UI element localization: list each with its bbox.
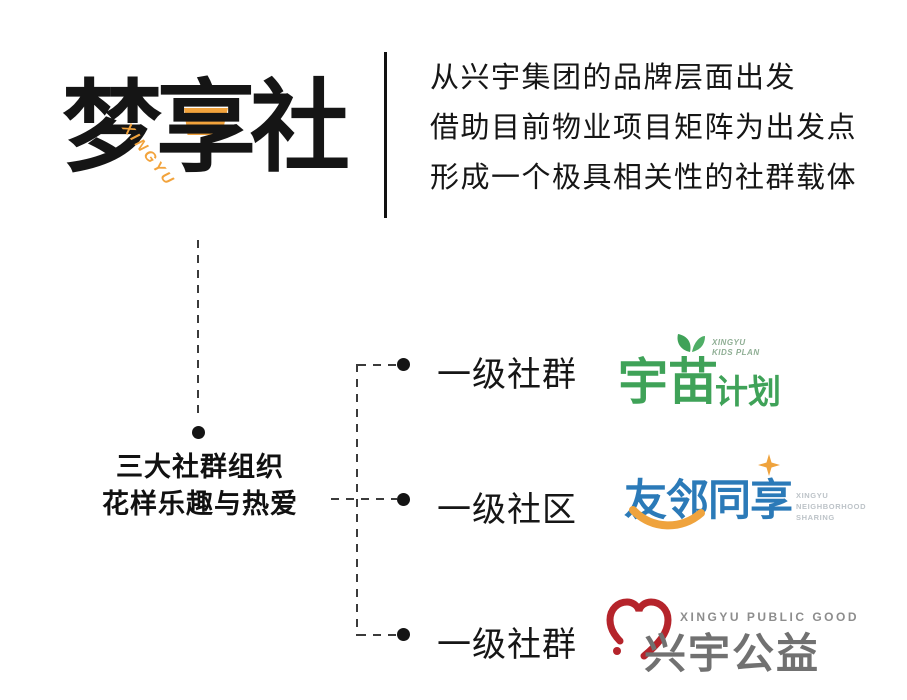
leaf-icon [676, 330, 706, 359]
branch3-label: 一级社群 [437, 626, 577, 664]
root-horizontal-connector [331, 498, 397, 500]
logo-public-good: XINGYU PUBLIC GOOD 兴宇公益 [604, 592, 874, 682]
root-vertical-connector [197, 240, 199, 420]
logo-neighborhood-sharing: 友邻同享 XINGYU NEIGHBORHOOD SHARING [616, 454, 866, 538]
logo-neighbor-caption-line1: XINGYU [796, 491, 829, 500]
intro-line-1: 从兴宇集团的品牌层面出发 [430, 62, 797, 94]
tree-root-title-line2: 花样乐趣与热爱 [102, 489, 298, 519]
intro-text: 从兴宇集团的品牌层面出发 借助目前物业项目矩阵为出发点 形成一个极具相关性的社群… [430, 53, 890, 203]
brand-logo-text: 梦享社 [62, 72, 350, 184]
logo-kids-sub-text: 计划 [715, 373, 781, 410]
intro-line-2: 借助目前物业项目矩阵为出发点 [430, 112, 858, 144]
logo-neighbor-caption: XINGYU NEIGHBORHOOD SHARING [796, 490, 866, 523]
header-divider [384, 52, 387, 218]
logo-orange-accent [184, 108, 228, 135]
branch3-node-dot [397, 628, 410, 641]
logo-kids-caption-line2: KIDS PLAN [712, 348, 760, 357]
heart-icon [604, 594, 674, 673]
branch1-label: 一级社群 [437, 356, 577, 394]
branch1-connector [358, 364, 396, 366]
branch1-node-dot [397, 358, 410, 371]
logo-kids-main-text: 宇苗 [618, 354, 718, 410]
tree-root-title: 三大社群组织 花样乐趣与热爱 [75, 449, 325, 523]
branch-trunk-connector [356, 364, 358, 636]
logo-kids-caption: XINGYU KIDS PLAN [712, 338, 760, 358]
sparkle-icon [758, 454, 780, 481]
logo-public-caption: XINGYU PUBLIC GOOD [680, 610, 860, 624]
logo-neighbor-main-text: 友邻同享 [624, 477, 793, 525]
branch3-connector [358, 634, 396, 636]
intro-line-3: 形成一个极具相关性的社群载体 [430, 162, 858, 194]
brand-logo: 梦享社 XINGYU [62, 72, 362, 197]
root-node-dot [192, 426, 205, 439]
logo-neighbor-caption-line3: SHARING [796, 513, 835, 522]
logo-public-main-text: 兴宇公益 [644, 630, 821, 677]
tree-root-title-line1: 三大社群组织 [116, 452, 284, 482]
logo-neighbor-caption-line2: NEIGHBORHOOD [796, 502, 867, 511]
logo-kids-caption-line1: XINGYU [712, 338, 746, 347]
branch2-label: 一级社区 [437, 491, 577, 529]
smile-icon [628, 506, 706, 537]
branch2-node-dot [397, 493, 410, 506]
logo-kids-plan: 宇苗 计划 XINGYU KIDS PLAN [618, 328, 818, 410]
